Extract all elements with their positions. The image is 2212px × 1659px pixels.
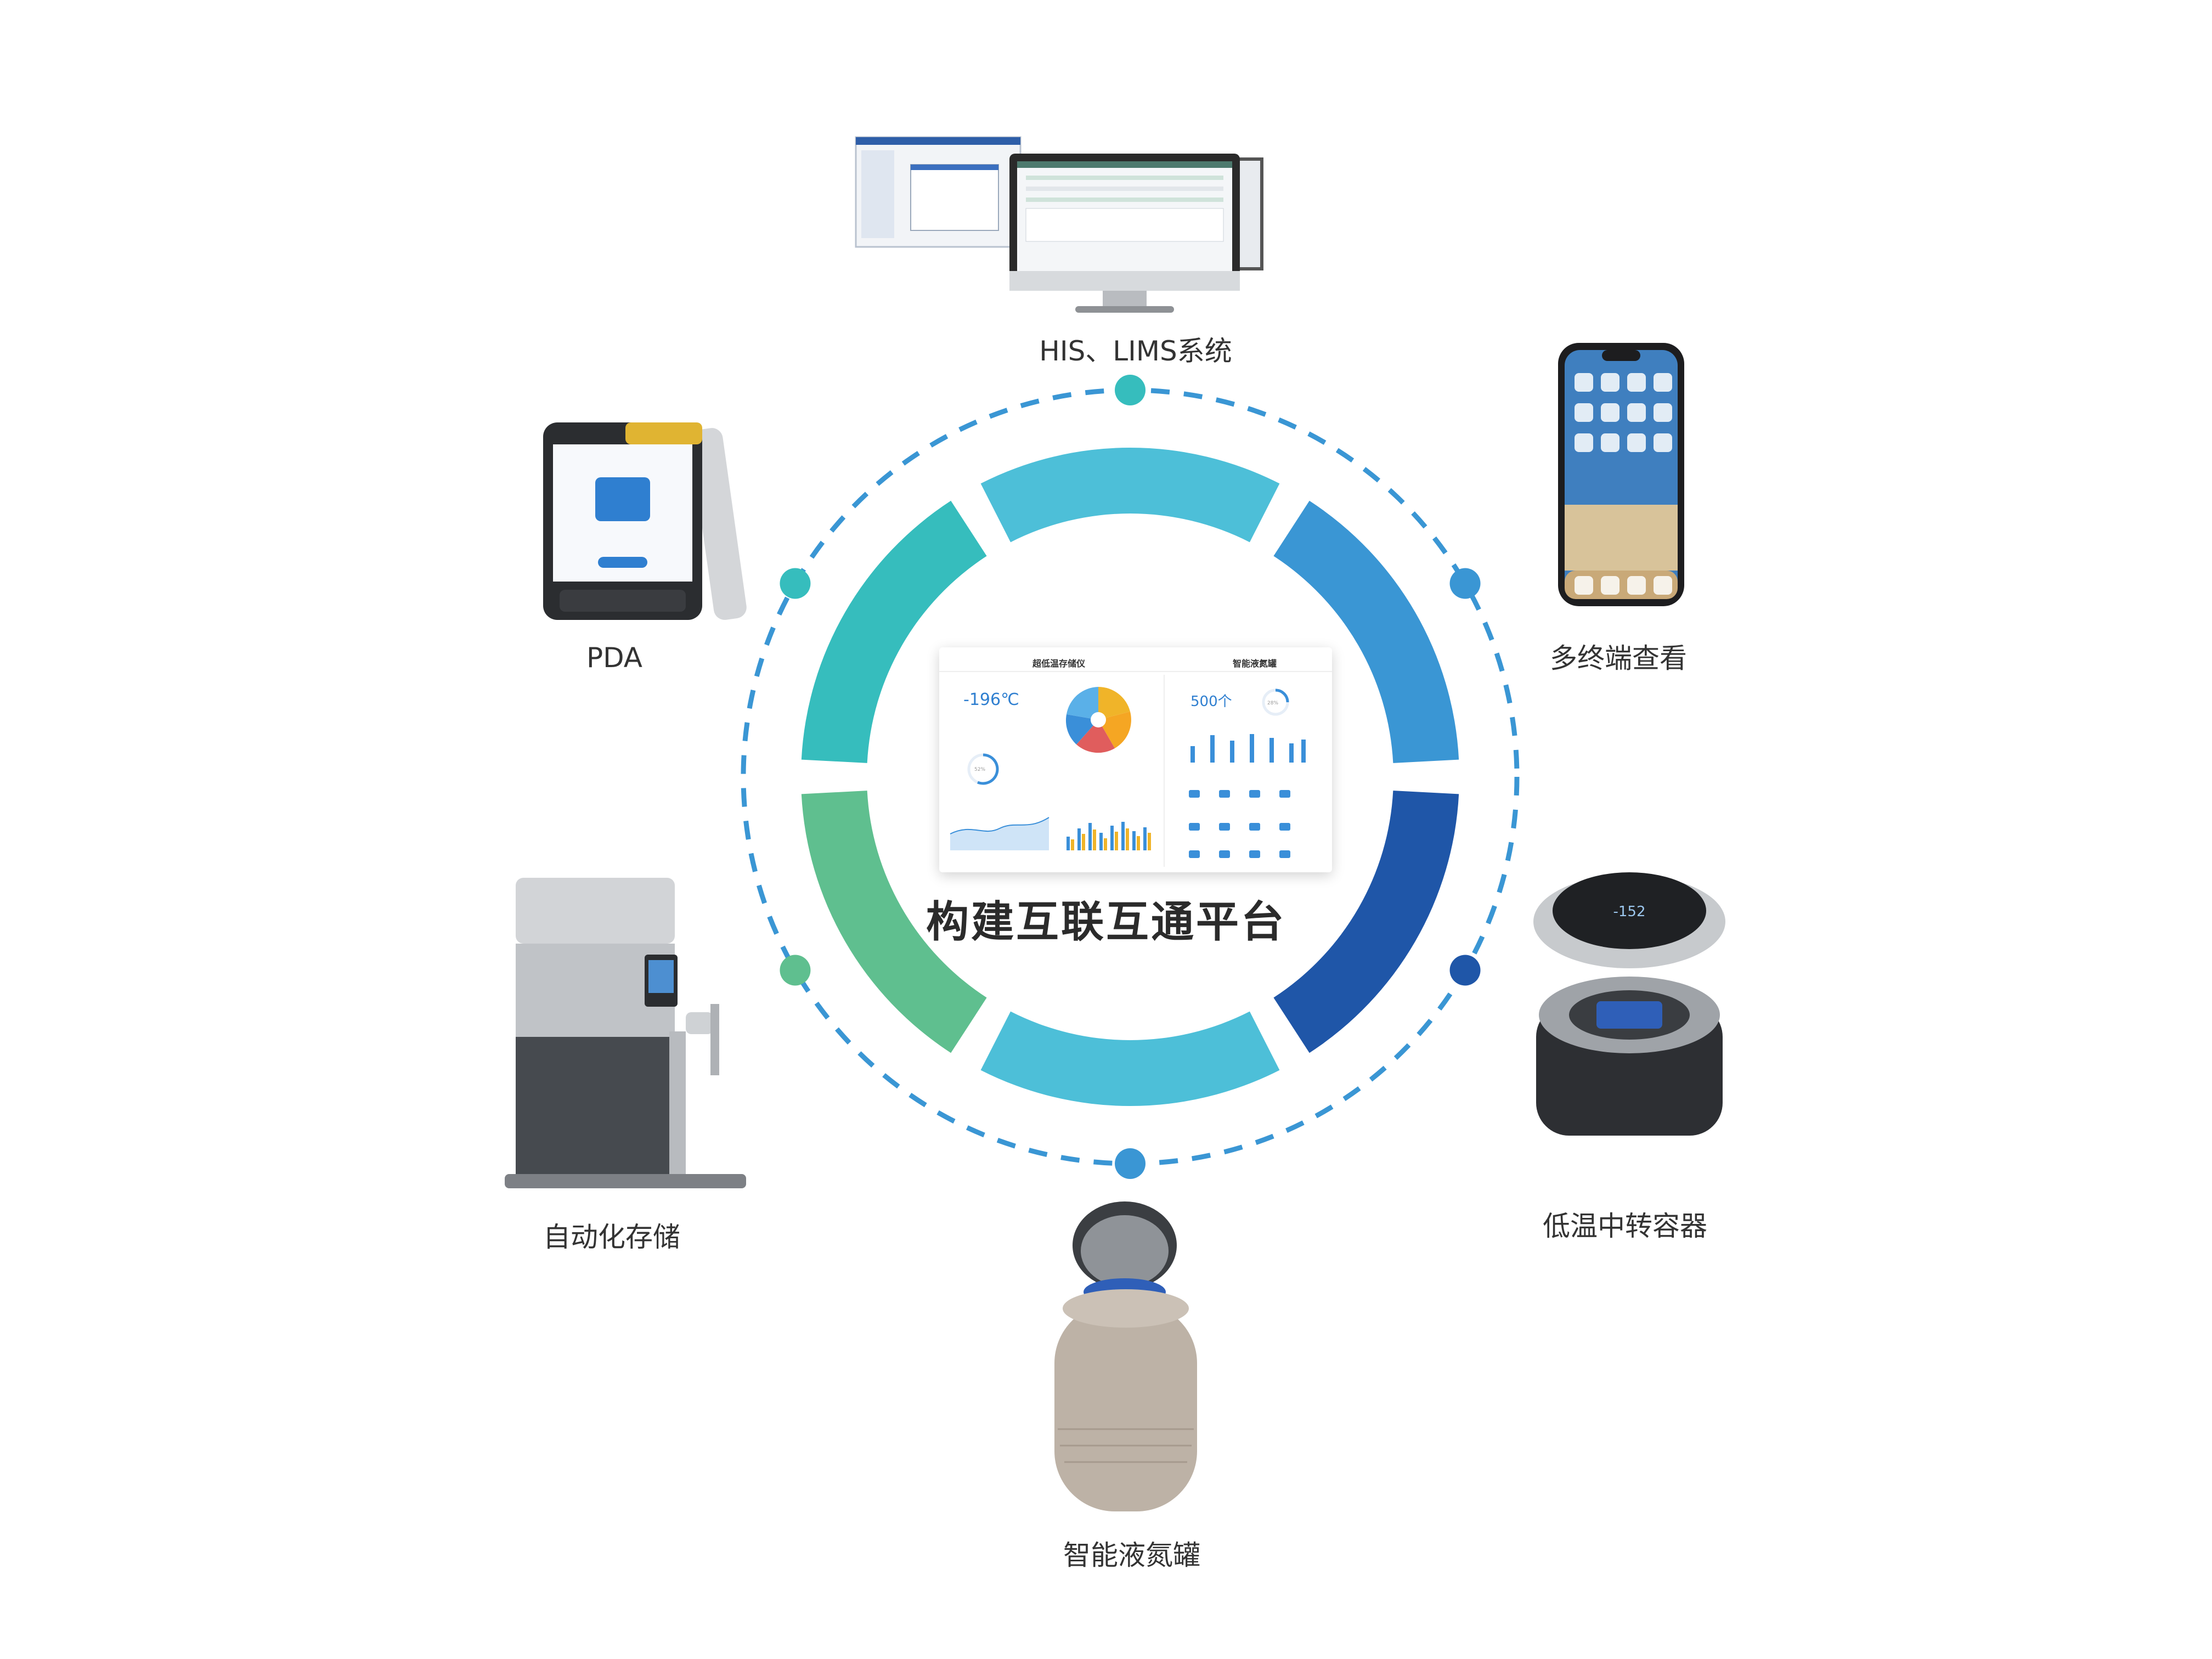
orbit-dots [780, 375, 1481, 1179]
his-label: HIS、LIMS系统 [1039, 335, 1232, 367]
storage-label: 自动化存储 [543, 1221, 680, 1253]
tank-label: 智能液氮罐 [1063, 1539, 1200, 1571]
ring-segment [801, 500, 987, 763]
orbit-dot [1449, 568, 1481, 599]
center-title: 构建互联互通平台 [926, 898, 1286, 947]
ring-segment [980, 448, 1280, 543]
orbit-dot [1449, 955, 1481, 986]
ring-segment [801, 791, 987, 1053]
dashboard-right-title: 智能液氮罐 [1233, 658, 1277, 669]
dashboard-left-title: 超低温存储仪 [1032, 658, 1086, 669]
transfer-label: 低温中转容器 [1543, 1210, 1707, 1242]
pda-label: PDA [586, 642, 642, 674]
dashboard-right-value: 500个 [1190, 693, 1232, 710]
phone-label: 多终端查看 [1550, 642, 1687, 674]
ring-segments [801, 448, 1459, 1106]
ring-segment [1273, 791, 1459, 1053]
dashboard-right-gauge: 28% [1267, 701, 1279, 706]
nitrogen-tank-icon [1054, 1201, 1197, 1511]
dashboard-preview: 超低温存储仪 智能液氮罐 -196℃ 500个 52% 28% [939, 647, 1332, 872]
dashboard-graphics [939, 671, 1332, 867]
dashboard-left-value: -196℃ [963, 690, 1019, 709]
dashboard-left-gauge: 52% [974, 767, 986, 772]
dashboard-pie [1065, 687, 1131, 753]
orbit-dot [780, 568, 811, 599]
ring-segment [980, 1011, 1280, 1106]
automated-storage-icon [505, 878, 746, 1188]
orbit-dot [1115, 1148, 1146, 1179]
ring-segment [1273, 500, 1459, 763]
transfer-container-icon: -152 [1533, 872, 1725, 1136]
his-monitor-icon [855, 136, 1263, 313]
transfer-display: -152 [1613, 904, 1645, 920]
pda-device-icon [543, 422, 747, 620]
orbit-dot [780, 955, 811, 986]
orbit-dot [1115, 375, 1146, 405]
phone-device-icon [1558, 343, 1684, 606]
